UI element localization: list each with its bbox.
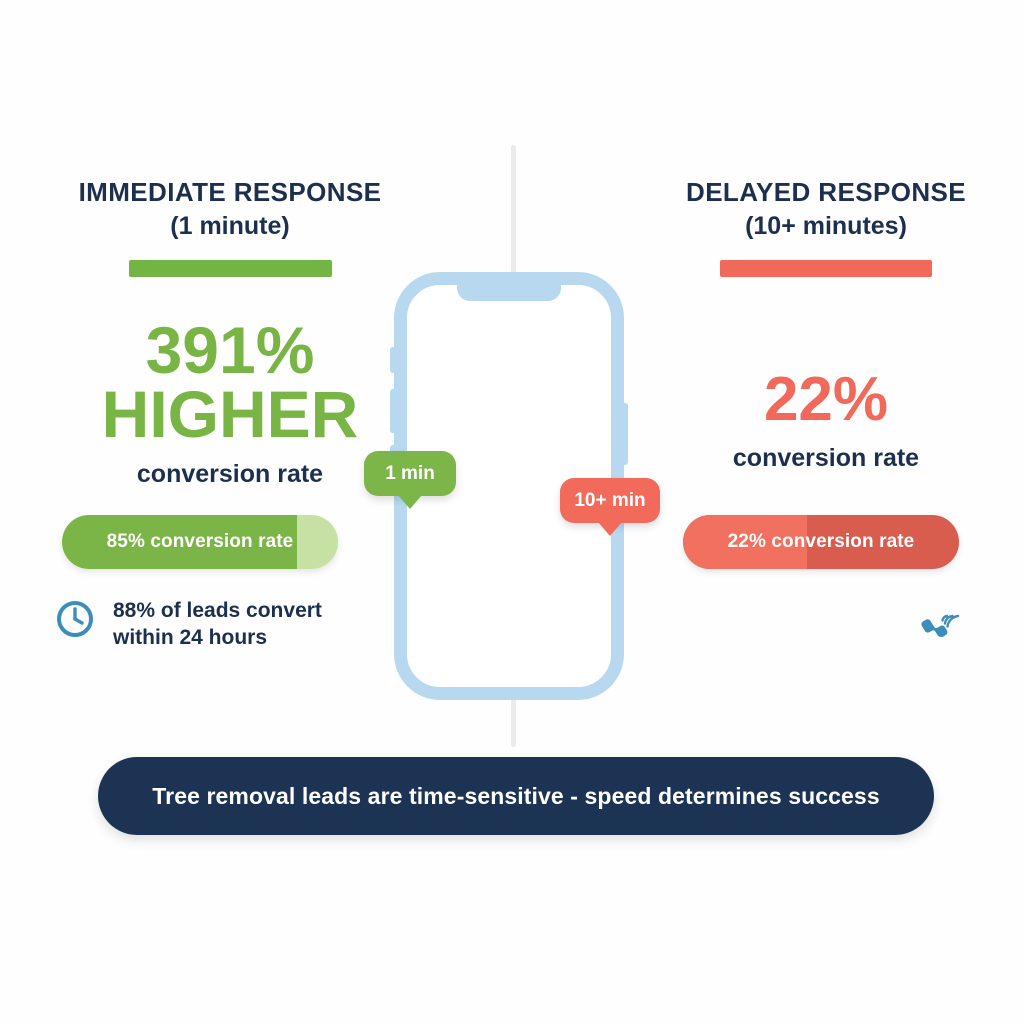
right-conversion-bar-label: 22% conversion rate: [727, 531, 915, 552]
delayed-response-bubble: 10+ min: [560, 478, 660, 536]
right-stat-block: 22% conversion rate: [636, 365, 1016, 473]
left-conversion-bar-label: 85% conversion rate: [106, 531, 294, 552]
left-conversion-bar: 85% conversion rate: [62, 515, 338, 569]
left-footnote: 88% of leads convert within 24 hours: [55, 598, 385, 652]
phone-volume-up-button: [390, 389, 395, 433]
left-stat-block: 391% HIGHER conversion rate: [40, 313, 420, 489]
clock-icon: [55, 599, 95, 644]
right-column-subtitle: (10+ minutes): [745, 212, 907, 241]
bottom-banner: Tree removal leads are time-sensitive - …: [98, 757, 934, 835]
left-stat-value: 391%: [145, 313, 315, 387]
left-footnote-line2: within 24 hours: [113, 625, 268, 649]
left-stat-qualifier: HIGHER: [101, 377, 359, 452]
ringing-phone-icon: [916, 602, 962, 653]
right-accent-rule: [720, 260, 932, 278]
bottom-banner-text: Tree removal leads are time-sensitive - …: [152, 782, 880, 809]
right-column-title: DELAYED RESPONSE: [686, 177, 966, 207]
left-footnote-text: 88% of leads convert within 24 hours: [113, 598, 322, 652]
right-conversion-bar: 22% conversion rate: [683, 515, 959, 569]
right-stat-caption: conversion rate: [732, 444, 920, 473]
left-column-title: IMMEDIATE RESPONSE: [78, 177, 382, 207]
immediate-response-bubble: 1 min: [364, 451, 456, 509]
phone-mute-switch: [390, 347, 395, 373]
left-column-header: IMMEDIATE RESPONSE (1 minute): [40, 177, 420, 278]
immediate-response-bubble-label: 1 min: [385, 462, 435, 484]
right-column-header: DELAYED RESPONSE (10+ minutes): [636, 177, 1016, 278]
left-stat-caption: conversion rate: [136, 460, 324, 489]
phone-power-button: [623, 403, 628, 465]
delayed-response-bubble-label: 10+ min: [574, 489, 646, 511]
right-stat-value: 22%: [763, 365, 889, 434]
left-conversion-bar-fill: [62, 515, 297, 569]
left-accent-rule: [128, 260, 332, 278]
right-conversion-bar-fill: [683, 515, 808, 569]
left-column-subtitle: (1 minute): [170, 212, 290, 241]
phone-notch: [457, 284, 561, 301]
left-footnote-line1: 88% of leads convert: [113, 599, 322, 622]
